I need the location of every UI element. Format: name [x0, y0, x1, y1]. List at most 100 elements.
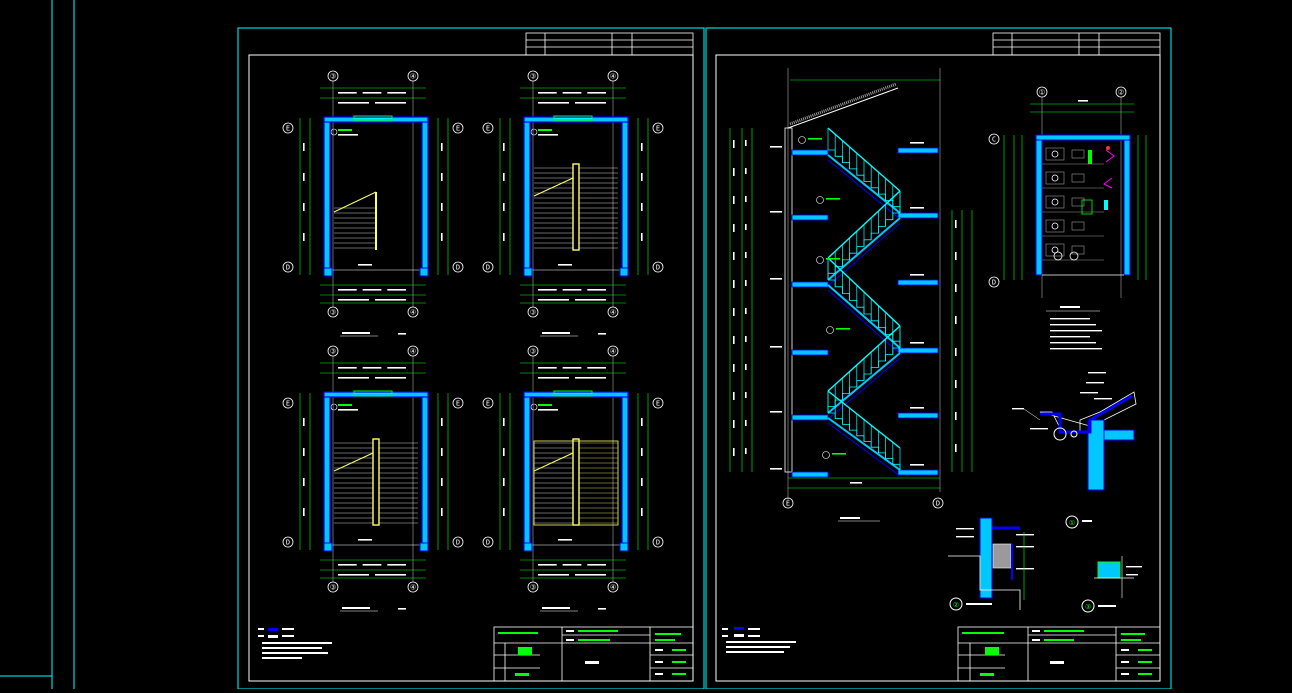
axis-bubble-icon: E — [282, 397, 294, 409]
axis-bubble-icon: E — [482, 397, 494, 409]
fixture — [1045, 243, 1065, 257]
sheet-1-notes — [258, 628, 332, 659]
axis-label: ④ — [410, 348, 416, 356]
detail-2-stair-base — [948, 517, 1034, 610]
axis-bubble-icon: ③ — [327, 70, 339, 82]
sheet-2-title-block — [957, 626, 1161, 682]
axis-bubble-icon: ④ — [607, 345, 619, 357]
axis-label: E — [656, 400, 660, 408]
detail-marker-icon — [816, 196, 840, 204]
axis-bubble-icon: E — [652, 397, 664, 409]
axis-label: D — [936, 500, 940, 508]
stair-flight — [827, 390, 901, 477]
fixture — [1045, 195, 1065, 209]
detail-marker-icon — [798, 136, 822, 144]
axis-label: D — [286, 539, 290, 547]
sheet-1-inner-border — [248, 54, 694, 682]
sheet-2-outer-border — [705, 27, 1172, 690]
sheet-2-inner-border — [715, 54, 1161, 682]
landing-slab — [897, 347, 939, 354]
axis-label: ③ — [330, 309, 336, 317]
axis-label: D — [286, 264, 290, 272]
stair-treads — [333, 191, 377, 250]
axis-bubble-icon: E — [282, 122, 294, 134]
fixture — [1045, 147, 1065, 161]
axis-bubble-icon: ③ — [527, 70, 539, 82]
axis-bubble-icon: ④ — [407, 345, 419, 357]
axis-bubble-icon: D — [452, 536, 464, 548]
detail-marker-icon — [822, 451, 846, 459]
axis-label: ③ — [530, 309, 536, 317]
axis-label: E — [456, 400, 460, 408]
fixture — [1053, 251, 1063, 261]
axis-bubble-icon: ④ — [407, 581, 419, 593]
axis-label: ④ — [610, 348, 616, 356]
axis-label: E — [656, 125, 660, 133]
axis-label: E — [286, 125, 290, 133]
detail-marker-icon — [816, 256, 840, 264]
stair-flight — [827, 190, 901, 287]
plan-title-mark — [542, 607, 570, 609]
axis-label: E — [286, 400, 290, 408]
detail-marker-icon — [530, 403, 538, 411]
axis-label: ③ — [330, 584, 336, 592]
axis-bubble-icon: D — [452, 261, 464, 273]
stair-treads — [533, 163, 618, 251]
sheet-1-title-block-marks — [498, 630, 686, 676]
axis-bubble-icon: D — [652, 261, 664, 273]
axis-bubble-icon: E — [452, 122, 464, 134]
axis-label: ③ — [530, 73, 536, 81]
detail-marker-label: ③ — [1085, 603, 1091, 611]
axis-label: E — [486, 400, 490, 408]
axis-bubble-icon: ③ — [327, 306, 339, 318]
detail-marker-icon: ① — [1065, 515, 1079, 529]
detail-marker-icon — [826, 326, 850, 334]
stair-plan-1: ③ ④ ③ ④ E E D D — [282, 70, 464, 337]
floor-slab — [791, 414, 829, 421]
axis-bubble-icon: D — [282, 261, 294, 273]
floor-slab — [791, 281, 829, 288]
axis-label: D — [656, 539, 660, 547]
landing-slab — [897, 279, 939, 286]
sheet-1-title-block — [493, 626, 694, 682]
axis-bubble-icon: ④ — [607, 581, 619, 593]
plan-title-mark — [342, 332, 370, 334]
axis-bubble-icon: ① — [1036, 86, 1048, 98]
axis-bubble-icon: E — [652, 122, 664, 134]
magenta-marker — [1103, 177, 1113, 189]
sheet-2-title-block-marks — [962, 630, 1152, 676]
floor-slab — [791, 471, 829, 478]
axis-bubble-icon: ③ — [327, 345, 339, 357]
axis-bubble-icon: D — [932, 497, 944, 509]
axis-bubble-icon: D — [482, 536, 494, 548]
axis-bubble-icon: D — [652, 536, 664, 548]
axis-bubble-icon: C — [988, 133, 1000, 145]
axis-label: ④ — [410, 73, 416, 81]
axis-label: ④ — [410, 584, 416, 592]
plan-title-mark — [542, 332, 570, 334]
detail-marker-icon — [530, 128, 538, 136]
axis-label: E — [486, 125, 490, 133]
detail-marker-icon: ③ — [1081, 599, 1095, 613]
axis-label: C — [992, 136, 996, 144]
axis-bubble-icon: ④ — [607, 70, 619, 82]
axis-bubble-icon: ③ — [527, 581, 539, 593]
axis-label: ④ — [410, 309, 416, 317]
axis-bubble-icon: ④ — [407, 306, 419, 318]
plan-title-mark — [342, 607, 370, 609]
detail-3-footing — [1094, 556, 1142, 598]
axis-label: ② — [1118, 89, 1124, 97]
fixture — [1069, 251, 1079, 261]
detail-1-eave — [1012, 372, 1137, 491]
floor-slab — [791, 349, 829, 356]
stair-flight — [827, 257, 901, 355]
